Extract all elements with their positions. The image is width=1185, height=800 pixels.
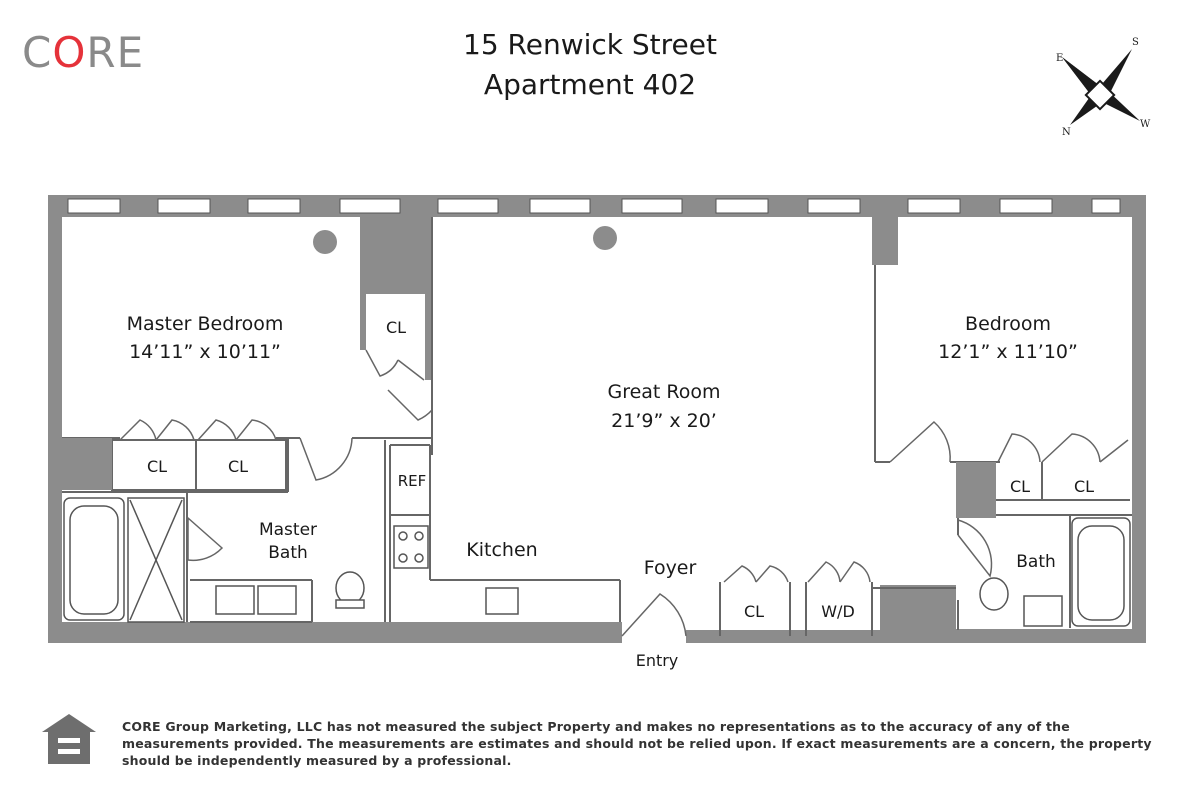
- wd-label: W/D: [821, 602, 855, 621]
- closet-label: CL: [1010, 477, 1030, 496]
- great-room-dims: 21’9” x 20’: [611, 410, 717, 432]
- closet-label: CL: [386, 318, 406, 337]
- exterior-walls: [48, 195, 1146, 643]
- column-2: [593, 226, 617, 250]
- compass-s: S: [1132, 37, 1139, 48]
- toilet-icon: [979, 577, 1009, 611]
- bath-sink-icon: [1023, 595, 1063, 627]
- compass-n: N: [1062, 127, 1071, 138]
- compass-w: W: [1140, 119, 1151, 130]
- kitchen-sink-icon: [485, 587, 519, 615]
- toilet-icon: [335, 571, 365, 605]
- master-bath-label-2: Bath: [268, 543, 308, 563]
- wall-fills: [62, 217, 996, 518]
- closet-label: CL: [1074, 477, 1094, 496]
- stove-icon: [393, 525, 429, 569]
- sink-icon: [257, 585, 297, 615]
- entry-label: Entry: [636, 651, 679, 670]
- fixtures: [63, 497, 1131, 627]
- master-bath-label-1: Master: [259, 520, 317, 540]
- core-logo: CORE: [22, 28, 145, 77]
- bath-label: Bath: [1016, 552, 1056, 572]
- kitchen-label: Kitchen: [466, 539, 537, 561]
- apartment-title: Apartment 402: [483, 68, 697, 101]
- column-1: [313, 230, 337, 254]
- closet-label: CL: [744, 602, 764, 621]
- sink-icon: [215, 585, 255, 615]
- closet-label: CL: [147, 457, 167, 476]
- master-bedroom-label: Master Bedroom: [127, 313, 284, 335]
- foyer-label: Foyer: [644, 557, 697, 579]
- bedroom-label: Bedroom: [965, 313, 1051, 335]
- ref-label: REF: [398, 472, 427, 490]
- windows: [67, 198, 1121, 214]
- doors: [119, 349, 1129, 637]
- compass-icon: E S N W: [1056, 37, 1151, 138]
- equal-housing-icon: [42, 714, 96, 764]
- bedroom-dims: 12’1” x 11’10”: [938, 341, 1078, 363]
- address-title: 15 Renwick Street: [463, 28, 717, 61]
- interior-walls: [62, 217, 1132, 636]
- great-room-label: Great Room: [607, 381, 720, 403]
- master-bedroom-dims: 14’11” x 10’11”: [129, 341, 281, 363]
- disclaimer-text: CORE Group Marketing, LLC has not measur…: [122, 719, 1152, 768]
- closet-label: CL: [228, 457, 248, 476]
- compass-e: E: [1056, 53, 1063, 64]
